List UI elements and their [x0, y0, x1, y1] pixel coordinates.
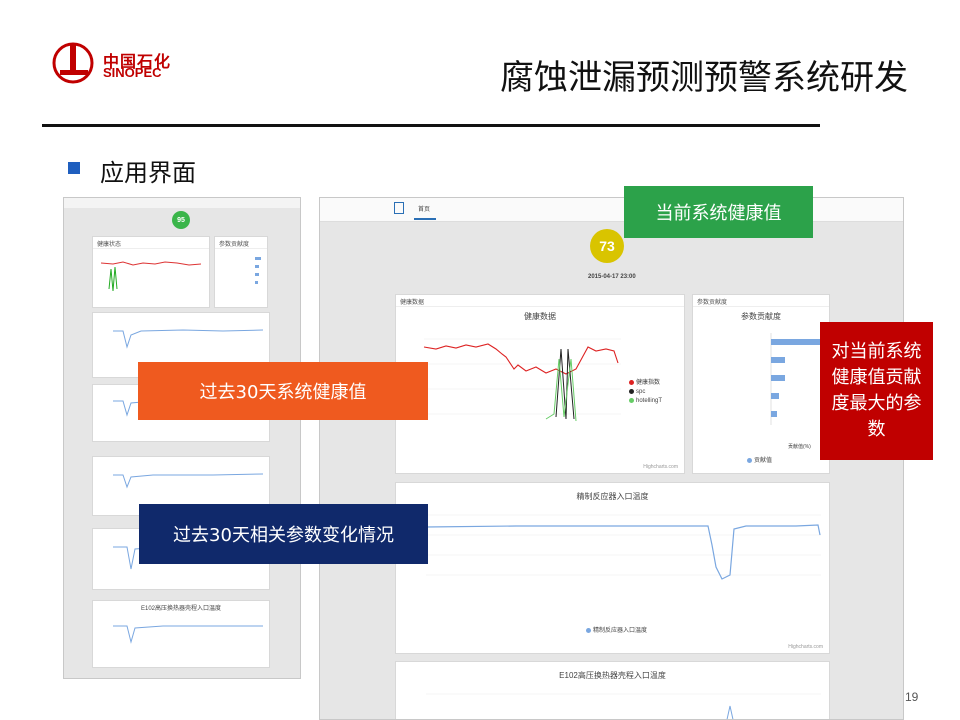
- e102-temp-chart: [426, 693, 821, 719]
- bullet-square-icon: [68, 162, 80, 174]
- tab-home[interactable]: 首页: [418, 207, 431, 213]
- legend-item-spc[interactable]: spc: [629, 388, 662, 397]
- callout-30day-health: 过去30天系统健康值: [138, 362, 428, 420]
- reactor-legend-label: 精制反应器入口温度: [593, 628, 648, 634]
- sinopec-logo: [50, 40, 190, 90]
- left-param-chart-5: E102高压换热器壳程入口温度: [92, 600, 270, 668]
- reactor-chart-credit: Highcharts.com: [788, 644, 823, 650]
- legend-health-index-label: 健康指数: [636, 380, 661, 386]
- callout-30day-params: 过去30天相关参数变化情况: [139, 504, 428, 564]
- health-legend: 健康指数 spc hotellingT: [629, 379, 662, 406]
- section-heading: 应用界面: [100, 159, 196, 187]
- left-param-line-3: [113, 473, 264, 489]
- health-chart-title: 健康数据: [524, 312, 556, 321]
- left-contrib-card-header: 参数贡献度: [215, 237, 267, 249]
- reactor-temp-card: 精制反应器入口温度 精制反应器入口温度 Highcharts.com: [395, 482, 830, 654]
- left-score-badge: 95: [172, 211, 190, 229]
- param-contrib-card: 参数贡献度 参数贡献度 贡献值(%) 贡献值: [692, 294, 830, 474]
- left-health-mini-chart: [100, 261, 202, 292]
- left-param-line-5: [113, 625, 263, 644]
- legend-spc-label: spc: [636, 389, 646, 395]
- contrib-bar-chart: [770, 333, 821, 425]
- legend-item-hotelling[interactable]: hotellingT: [629, 397, 662, 406]
- left-contrib-card: 参数贡献度: [214, 236, 268, 308]
- left-param-line-1: [113, 329, 264, 349]
- score-timestamp: 2015-04-17 23:00: [588, 274, 636, 280]
- health-chart-credit: Highcharts.com: [643, 464, 678, 470]
- right-score-badge: 73: [590, 229, 624, 263]
- left-param-chart-5-title: E102高压换热器壳程入口温度: [140, 606, 221, 612]
- health-card-header: 健康数据: [396, 295, 684, 307]
- contrib-axis-label: 贡献值(%): [788, 444, 811, 450]
- contrib-card-header: 参数贡献度: [693, 295, 829, 307]
- reactor-temp-chart: [425, 514, 821, 580]
- slide-title: 腐蚀泄漏预测预警系统研发: [500, 58, 908, 98]
- logo-english-text: SINOPEC: [103, 65, 162, 80]
- health-chart: [423, 338, 621, 422]
- contrib-legend-label: 贡献值: [754, 458, 773, 464]
- left-contrib-mini-chart: [255, 257, 261, 284]
- reactor-chart-title: 精制反应器入口温度: [576, 492, 649, 501]
- e102-chart-title: E102高压换热器壳程入口温度: [559, 671, 666, 680]
- callout-top-contributors: 对当前系统健康值贡献度最大的参数: [820, 322, 933, 460]
- right-screenshot: 首页 73 2015-04-17 23:00 健康数据 健康数据 健康指数 sp…: [319, 197, 904, 720]
- left-health-card: 健康状态: [92, 236, 210, 308]
- left-screenshot: 95 健康状态 参数贡献度 E10: [63, 197, 301, 679]
- health-data-card: 健康数据 健康数据 健康指数 spc hotellingT Highcharts…: [395, 294, 685, 474]
- legend-hotelling-label: hotellingT: [636, 398, 663, 404]
- reactor-legend[interactable]: 精制反应器入口温度: [586, 625, 647, 634]
- callout-current-health: 当前系统健康值: [624, 186, 813, 238]
- home-icon[interactable]: [394, 202, 404, 214]
- legend-item-health-index[interactable]: 健康指数: [629, 379, 662, 388]
- left-health-card-header: 健康状态: [93, 237, 209, 249]
- page-number: 19: [905, 690, 919, 704]
- contrib-legend[interactable]: 贡献值: [747, 455, 772, 464]
- tab-underline: [414, 218, 436, 220]
- left-topbar: [64, 198, 300, 208]
- e102-temp-card: E102高压换热器壳程入口温度: [395, 661, 830, 719]
- sinopec-emblem-icon: [52, 42, 94, 84]
- contrib-chart-title: 参数贡献度: [741, 312, 781, 321]
- title-divider: [42, 124, 820, 127]
- logo-chinese-text: 中国石化: [103, 54, 172, 71]
- right-topbar: 首页: [320, 198, 903, 222]
